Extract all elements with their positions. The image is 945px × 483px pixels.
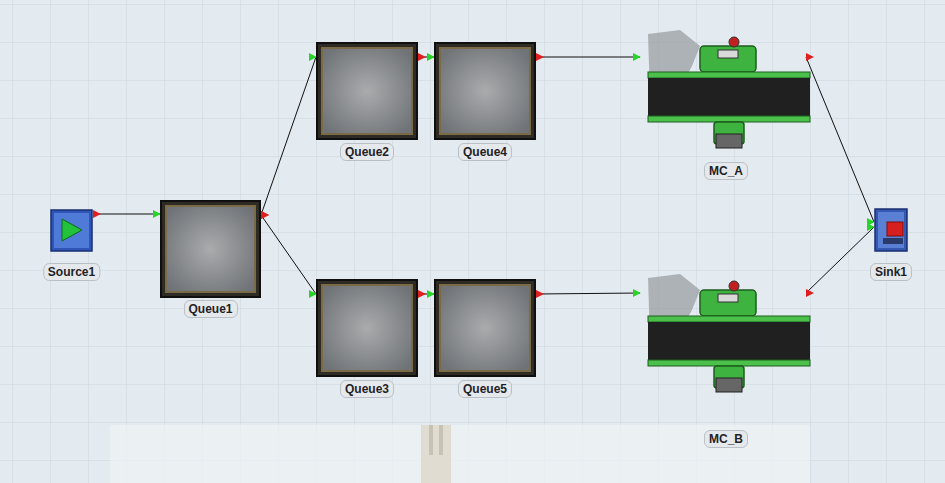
object-label: Queue2	[340, 143, 394, 161]
port-connection	[536, 57, 640, 58]
mcA-icon	[640, 28, 812, 160]
output-port	[418, 290, 426, 298]
queue-icon	[160, 200, 261, 298]
floor-panel	[110, 425, 810, 483]
queue-icon	[316, 42, 418, 140]
object-label: MC_A	[704, 162, 748, 180]
queue-icon	[434, 279, 536, 377]
port-connection	[806, 227, 874, 293]
processor-object: MC_B	[640, 262, 812, 420]
object-label: Queue4	[458, 143, 512, 161]
object-label: Queue5	[458, 380, 512, 398]
mcB-icon	[640, 262, 812, 420]
queue-icon	[434, 42, 536, 140]
port-connection	[261, 57, 316, 215]
processor-object: MC_A	[640, 28, 812, 160]
object-label: Sink1	[870, 263, 912, 281]
port-connection	[806, 57, 874, 222]
queue-object: Queue1	[160, 200, 261, 298]
output-port	[536, 53, 544, 61]
queue-icon	[316, 279, 418, 377]
output-port	[261, 211, 269, 219]
queue-object: Queue4	[434, 42, 536, 140]
floor-post	[421, 425, 451, 483]
queue-object: Queue3	[316, 279, 418, 377]
object-label: MC_B	[704, 430, 748, 448]
port-connection	[93, 214, 160, 215]
queue-object: Queue2	[316, 42, 418, 140]
queue-object: Queue5	[434, 279, 536, 377]
sink-icon	[874, 208, 908, 252]
output-port	[806, 289, 814, 297]
object-label: Queue1	[183, 300, 237, 318]
object-label: Source1	[43, 263, 100, 281]
source-icon	[50, 209, 93, 252]
output-port	[418, 53, 426, 61]
output-port	[806, 53, 814, 61]
output-port	[536, 290, 544, 298]
object-label: Queue3	[340, 380, 394, 398]
output-port	[261, 211, 269, 219]
sink-object: Sink1	[874, 208, 908, 252]
port-connection	[536, 293, 640, 294]
port-connection	[261, 215, 316, 294]
source-object: Source1	[50, 209, 93, 252]
output-port	[93, 210, 101, 218]
